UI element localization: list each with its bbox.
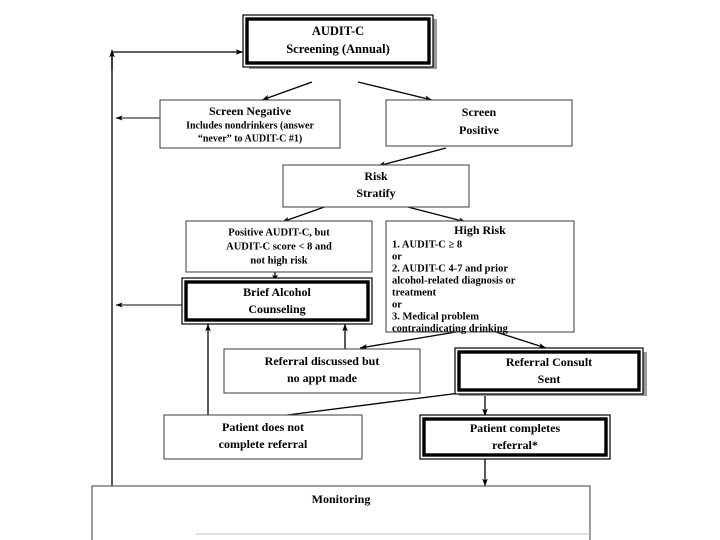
risk-stratify-border [282,164,470,208]
node-patient-completes[interactable]: Patient completes referral* [419,414,611,460]
counseling-label-line1: Brief Alcohol [243,285,311,299]
screen-positive-label-line1: Screen [462,105,497,119]
counseling-inner-border [184,280,370,322]
connector-screen-positive-to-risk-stratify [377,147,447,167]
high-risk-criterion-3: 3. Medical problem [392,311,479,322]
screen-negative-label-line1: Screen Negative [209,104,292,118]
screening-label-line2: Screening (Annual) [286,42,390,56]
completes-label-line1: Patient completes [470,421,561,435]
node-referral-consult-sent[interactable]: Referral Consult Sent [454,347,647,396]
high-risk-border [385,220,575,333]
low-risk-border [185,220,373,273]
screening-inner-border [245,17,431,65]
connector-high-risk-to-referral-consult [495,331,547,349]
low-risk-label-line3: not high risk [250,255,307,266]
referral-discussed-border [223,348,421,394]
referral-consult-inner-border [457,350,641,392]
screen-negative-label-line3: “never” to AUDIT-C #1) [198,133,302,144]
connector-high-risk-to-referral-discussed [359,331,457,350]
high-risk-criterion-or-2: or [392,299,402,310]
node-screen-negative[interactable]: Screen Negative Includes nondrinkers (an… [159,99,341,149]
connector-risk-stratify-to-low-risk [281,204,331,223]
referral-consult-label-line2: Sent [538,372,561,386]
connector-screening-to-screen-negative [261,81,313,101]
node-screen-positive[interactable]: Screen Positive [385,99,573,147]
node-monitoring[interactable]: Monitoring [91,485,591,540]
node-audit-c-screening[interactable]: AUDIT-C Screening (Annual) [242,14,437,69]
node-brief-alcohol-counseling[interactable]: Brief Alcohol Counseling [181,277,373,325]
completes-inner-border [422,417,608,457]
node-high-risk[interactable]: High Risk 1. AUDIT-C ≥ 8 or 2. AUDIT-C 4… [385,220,575,334]
not-complete-border [163,414,363,460]
screening-label-line1: AUDIT-C [312,24,364,38]
high-risk-criterion-3-cont: contraindicating drinking [392,323,509,334]
screen-negative-label-line2: Includes nondrinkers (answer [186,120,314,131]
high-risk-criterion-or-1: or [392,251,402,262]
screen-positive-label-line2: Positive [459,123,500,137]
referral-consult-label-line1: Referral Consult [506,355,592,369]
not-complete-label-line1: Patient does not [222,420,304,434]
node-risk-stratify[interactable]: Risk Stratify [282,164,470,208]
connector-risk-stratify-to-high-risk [399,204,467,223]
node-positive-low-risk[interactable]: Positive AUDIT-C, but AUDIT-C score < 8 … [185,220,373,273]
screen-negative-border [159,99,341,149]
screen-positive-border [385,99,573,147]
low-risk-label-line1: Positive AUDIT-C, but [228,227,330,238]
completes-label-line2: referral* [492,438,538,452]
node-referral-discussed[interactable]: Referral discussed but no appt made [223,348,421,394]
high-risk-criterion-1: 1. AUDIT-C ≥ 8 [392,239,462,250]
node-patient-not-complete[interactable]: Patient does not complete referral [163,414,363,460]
high-risk-heading: High Risk [454,223,506,237]
high-risk-criterion-2-cont: alcohol-related diagnosis or [392,275,516,286]
connector-screening-to-screen-positive [357,81,433,101]
not-complete-label-line2: complete referral [219,437,308,451]
referral-discussed-label-line2: no appt made [287,371,358,385]
risk-stratify-label-line2: Stratify [356,186,395,200]
low-risk-label-line2: AUDIT-C score < 8 and [226,241,332,252]
referral-discussed-label-line1: Referral discussed but [265,354,380,368]
counseling-label-line2: Counseling [248,302,305,316]
monitoring-border [91,485,591,540]
risk-stratify-label-line1: Risk [364,169,388,183]
high-risk-criterion-2: 2. AUDIT-C 4-7 and prior [392,263,508,274]
monitoring-label: Monitoring [312,492,371,506]
high-risk-criterion-2-cont2: treatment [392,287,437,298]
